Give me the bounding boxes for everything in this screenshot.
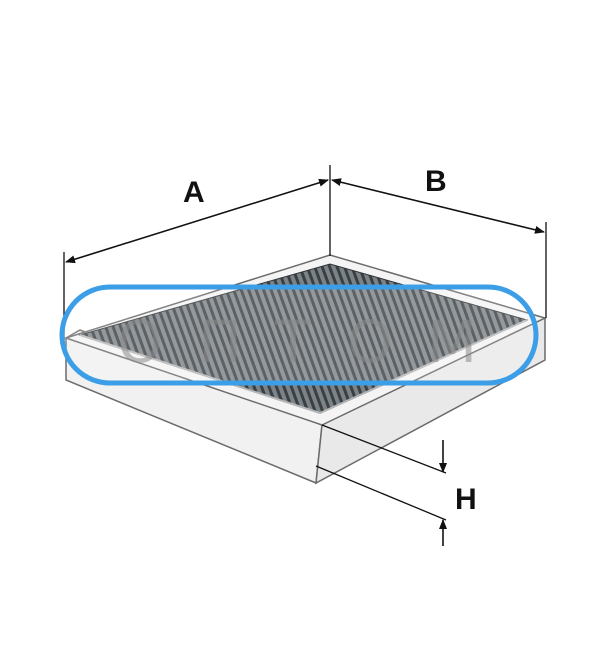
watermark: О П Т О М <box>59 284 539 386</box>
dimension-h-label: H <box>455 483 477 516</box>
watermark-letter-1: О <box>117 308 163 376</box>
dimension-lines <box>65 178 545 546</box>
watermark-letter-5: М <box>427 308 477 376</box>
dimension-b-line <box>331 178 545 234</box>
dimension-a-label: A <box>183 176 205 209</box>
extension-lines <box>63 165 547 521</box>
watermark-letter-2: П <box>198 308 242 376</box>
watermark-letter-4: О <box>347 308 393 376</box>
dimension-b-label: B <box>425 165 447 198</box>
filter-body <box>63 254 548 485</box>
dimension-a-line <box>65 178 329 264</box>
watermark-ring <box>59 284 539 386</box>
ext-line-h-top <box>321 424 447 474</box>
watermark-letter-3: Т <box>274 308 311 376</box>
ext-line-h-bottom <box>315 465 447 521</box>
filter-inner-rim <box>79 319 528 415</box>
